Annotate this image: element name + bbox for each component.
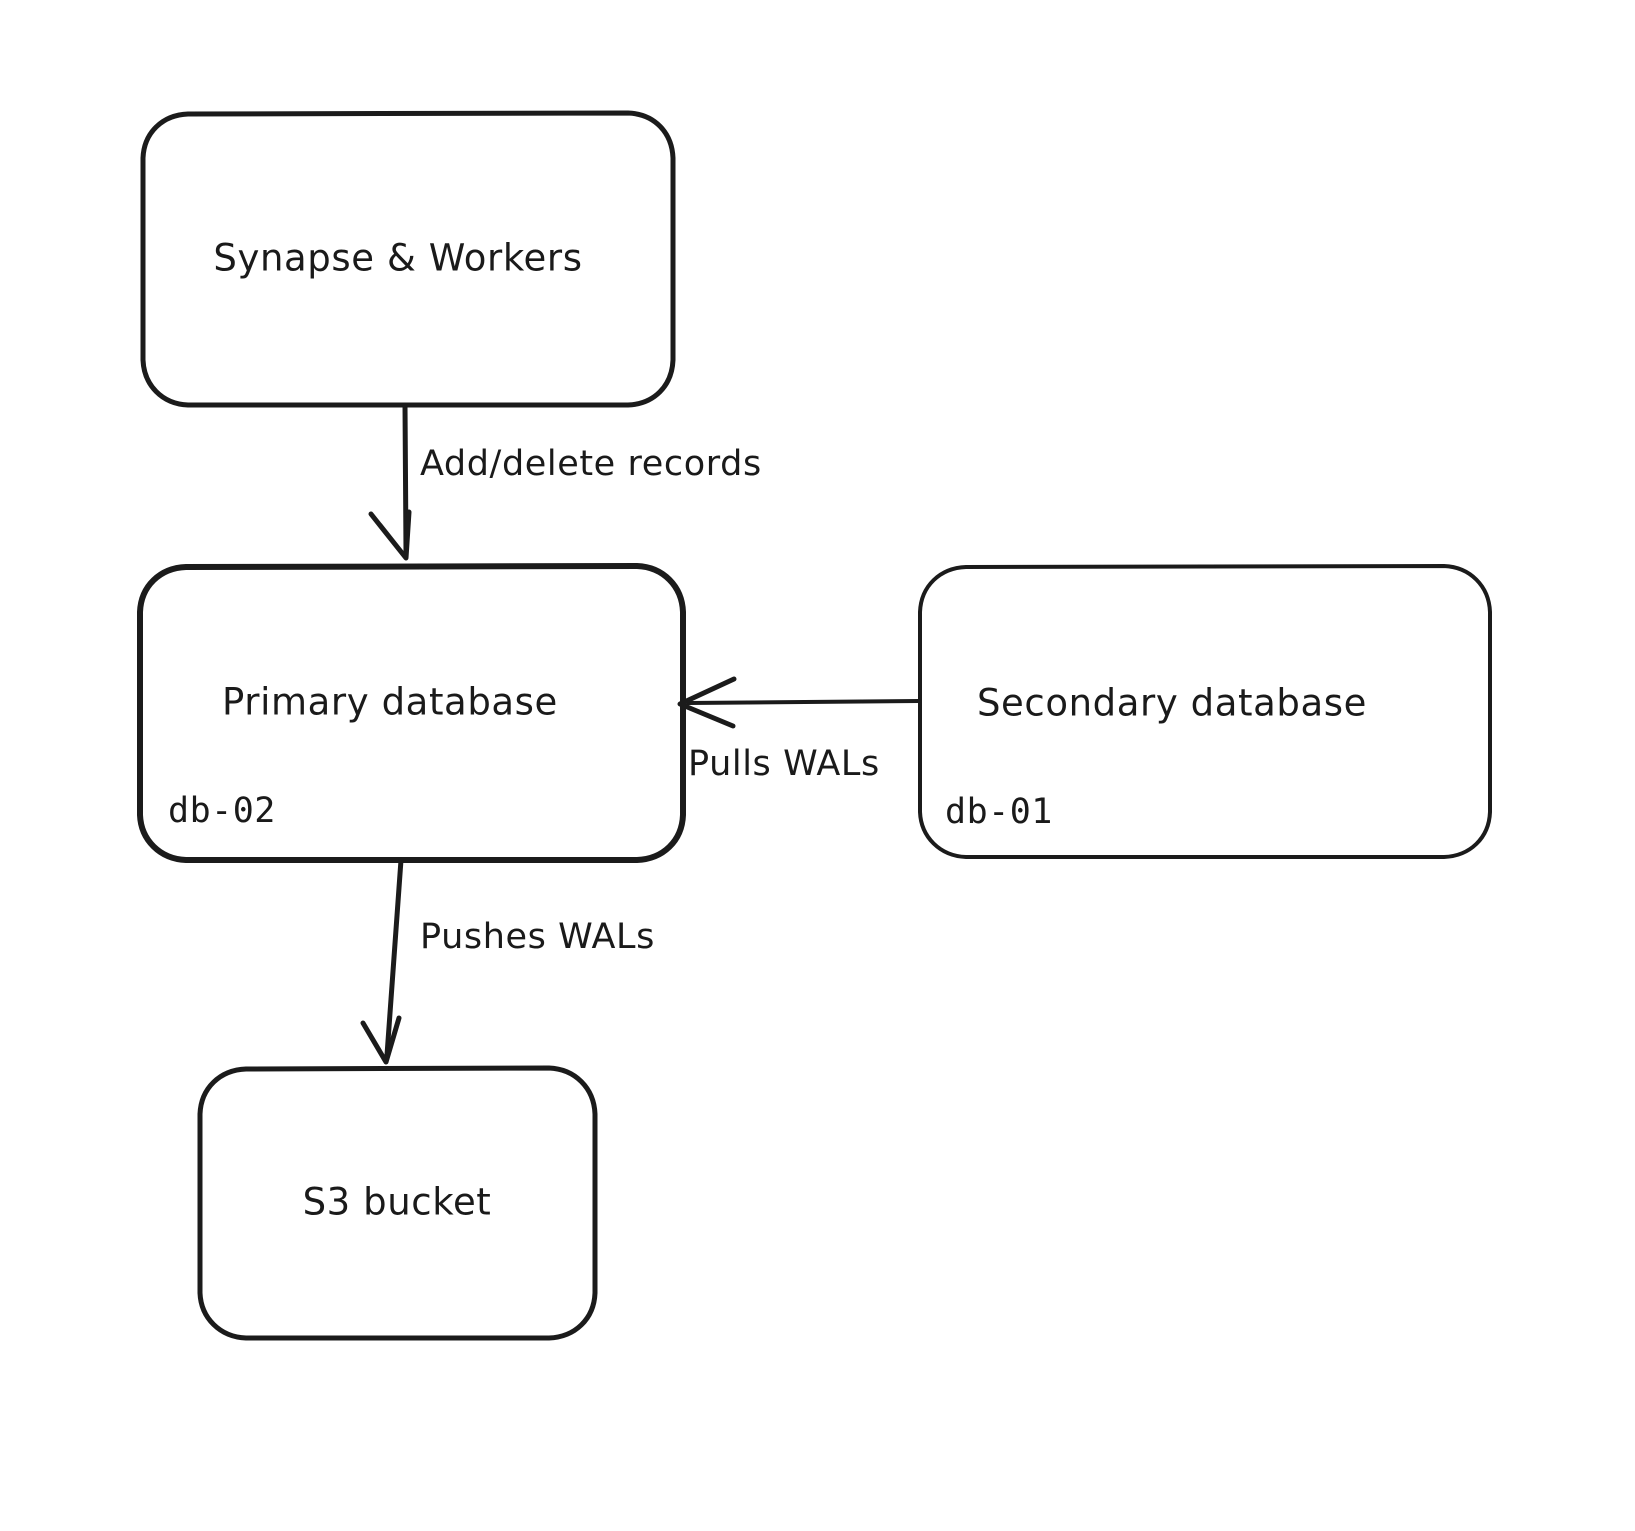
node-primary-database-label: Primary database <box>222 681 558 724</box>
node-secondary-database-label: Secondary database <box>977 682 1367 725</box>
edge-pulls-wals-arrowhead <box>677 676 737 729</box>
edge-pushes-wals[interactable]: Pushes WALs <box>360 857 655 1065</box>
edge-add-delete-records-arrowhead <box>368 509 412 561</box>
node-primary-database[interactable]: Primary database db-02 <box>137 563 686 863</box>
node-secondary-database-sublabel: db-01 <box>945 792 1053 832</box>
node-secondary-database-shape <box>918 564 1492 859</box>
node-s3-bucket-shape <box>197 1065 598 1341</box>
edge-pulls-wals-line <box>686 699 921 705</box>
node-primary-database-sublabel: db-02 <box>168 791 276 831</box>
node-s3-bucket-label: S3 bucket <box>303 1181 492 1224</box>
edge-pulls-wals-label: Pulls WALs <box>688 744 880 784</box>
node-synapse-workers-label: Synapse & Workers <box>213 237 582 280</box>
edge-add-delete-records[interactable]: Add/delete records <box>368 402 762 561</box>
edge-pushes-wals-label: Pushes WALs <box>420 917 655 957</box>
node-secondary-database[interactable]: Secondary database db-01 <box>918 564 1492 859</box>
node-s3-bucket[interactable]: S3 bucket <box>197 1065 598 1341</box>
edge-pushes-wals-line <box>384 857 404 1058</box>
node-primary-database-shape <box>137 563 686 863</box>
node-synapse-workers[interactable]: Synapse & Workers <box>140 110 676 408</box>
edge-pushes-wals-arrowhead <box>360 1015 402 1065</box>
node-synapse-workers-shape <box>140 110 676 408</box>
edge-add-delete-records-label: Add/delete records <box>420 444 762 484</box>
edge-pulls-wals[interactable]: Pulls WALs <box>677 676 921 784</box>
